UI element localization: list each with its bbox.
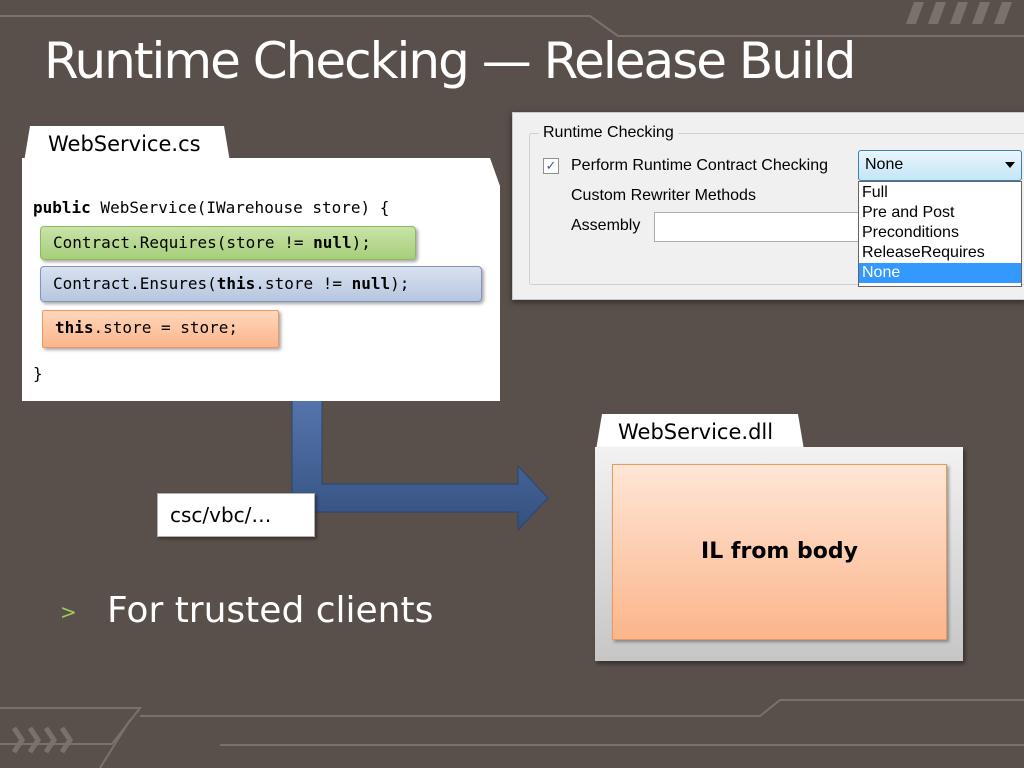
checkbox-label: Perform Runtime Contract Checking	[571, 157, 828, 174]
code-text: WebService(IWarehouse store) {	[90, 198, 390, 217]
build-arrow	[291, 397, 549, 532]
code-keyword: this	[55, 318, 94, 337]
code-text: .store !=	[255, 274, 352, 293]
code-keyword: public	[33, 198, 91, 217]
compiler-label-box: csc/vbc/…	[157, 493, 315, 537]
code-text: Contract.Ensures(	[53, 274, 217, 293]
ensures-highlight: Contract.Ensures(this.store != null);	[40, 266, 482, 302]
assign-code: this.store = store;	[55, 318, 238, 337]
code-line-close-brace: }	[33, 364, 43, 383]
code-keyword: null	[313, 233, 352, 252]
file-tab-webservice-dll: WebService.dll	[596, 414, 804, 450]
chevrons-decoration	[11, 726, 74, 754]
il-body-box: IL from body	[612, 464, 947, 640]
runtime-checking-level-select[interactable]: None	[858, 150, 1022, 181]
option-none[interactable]: None	[859, 263, 1021, 283]
code-text: .store = store;	[93, 318, 239, 337]
bullet-chevron-icon: >	[60, 600, 77, 624]
file-tab-label: WebService.cs	[48, 132, 201, 156]
runtime-checking-checkbox[interactable]: ✓	[543, 158, 559, 174]
requires-code: Contract.Requires(store != null);	[53, 233, 371, 252]
assembly-label: Assembly	[571, 217, 641, 234]
code-keyword: this	[216, 274, 256, 293]
code-text: Contract.Requires(store !=	[53, 233, 314, 252]
ensures-code: Contract.Ensures(this.store != null);	[53, 274, 409, 293]
assembly-input[interactable]	[654, 212, 886, 242]
il-body-label: IL from body	[701, 539, 858, 564]
option-preconditions[interactable]: Preconditions	[862, 224, 959, 241]
option-release-requires[interactable]: ReleaseRequires	[862, 244, 985, 261]
compiler-label: csc/vbc/…	[170, 503, 272, 527]
file-tab-webservice-cs: WebService.cs	[24, 126, 230, 162]
bullet-text: For trusted clients	[107, 590, 434, 631]
code-text: );	[351, 233, 371, 252]
output-tab-label: WebService.dll	[618, 420, 774, 444]
group-title: Runtime Checking	[539, 124, 678, 142]
select-value: None	[865, 156, 904, 173]
body-highlight: this.store = store;	[42, 310, 279, 348]
runtime-checking-group	[529, 133, 1024, 285]
custom-rewriter-label: Custom Rewriter Methods	[571, 187, 756, 204]
checkmark-icon: ✓	[545, 158, 557, 173]
option-full[interactable]: Full	[862, 184, 888, 201]
requires-highlight: Contract.Requires(store != null);	[40, 226, 416, 260]
slide-title: Runtime Checking — Release Build	[44, 32, 856, 90]
chevron-down-icon	[1005, 162, 1015, 168]
stripes-decoration	[906, 2, 1012, 24]
code-line-signature: public WebService(IWarehouse store) {	[33, 198, 389, 217]
runtime-checking-level-dropdown: Full Pre and Post Preconditions ReleaseR…	[858, 181, 1022, 287]
runtime-checking-dialog: Runtime Checking ✓ Perform Runtime Contr…	[512, 112, 1024, 300]
code-keyword: null	[351, 274, 391, 293]
option-pre-and-post[interactable]: Pre and Post	[862, 204, 955, 221]
code-text: );	[390, 274, 410, 293]
